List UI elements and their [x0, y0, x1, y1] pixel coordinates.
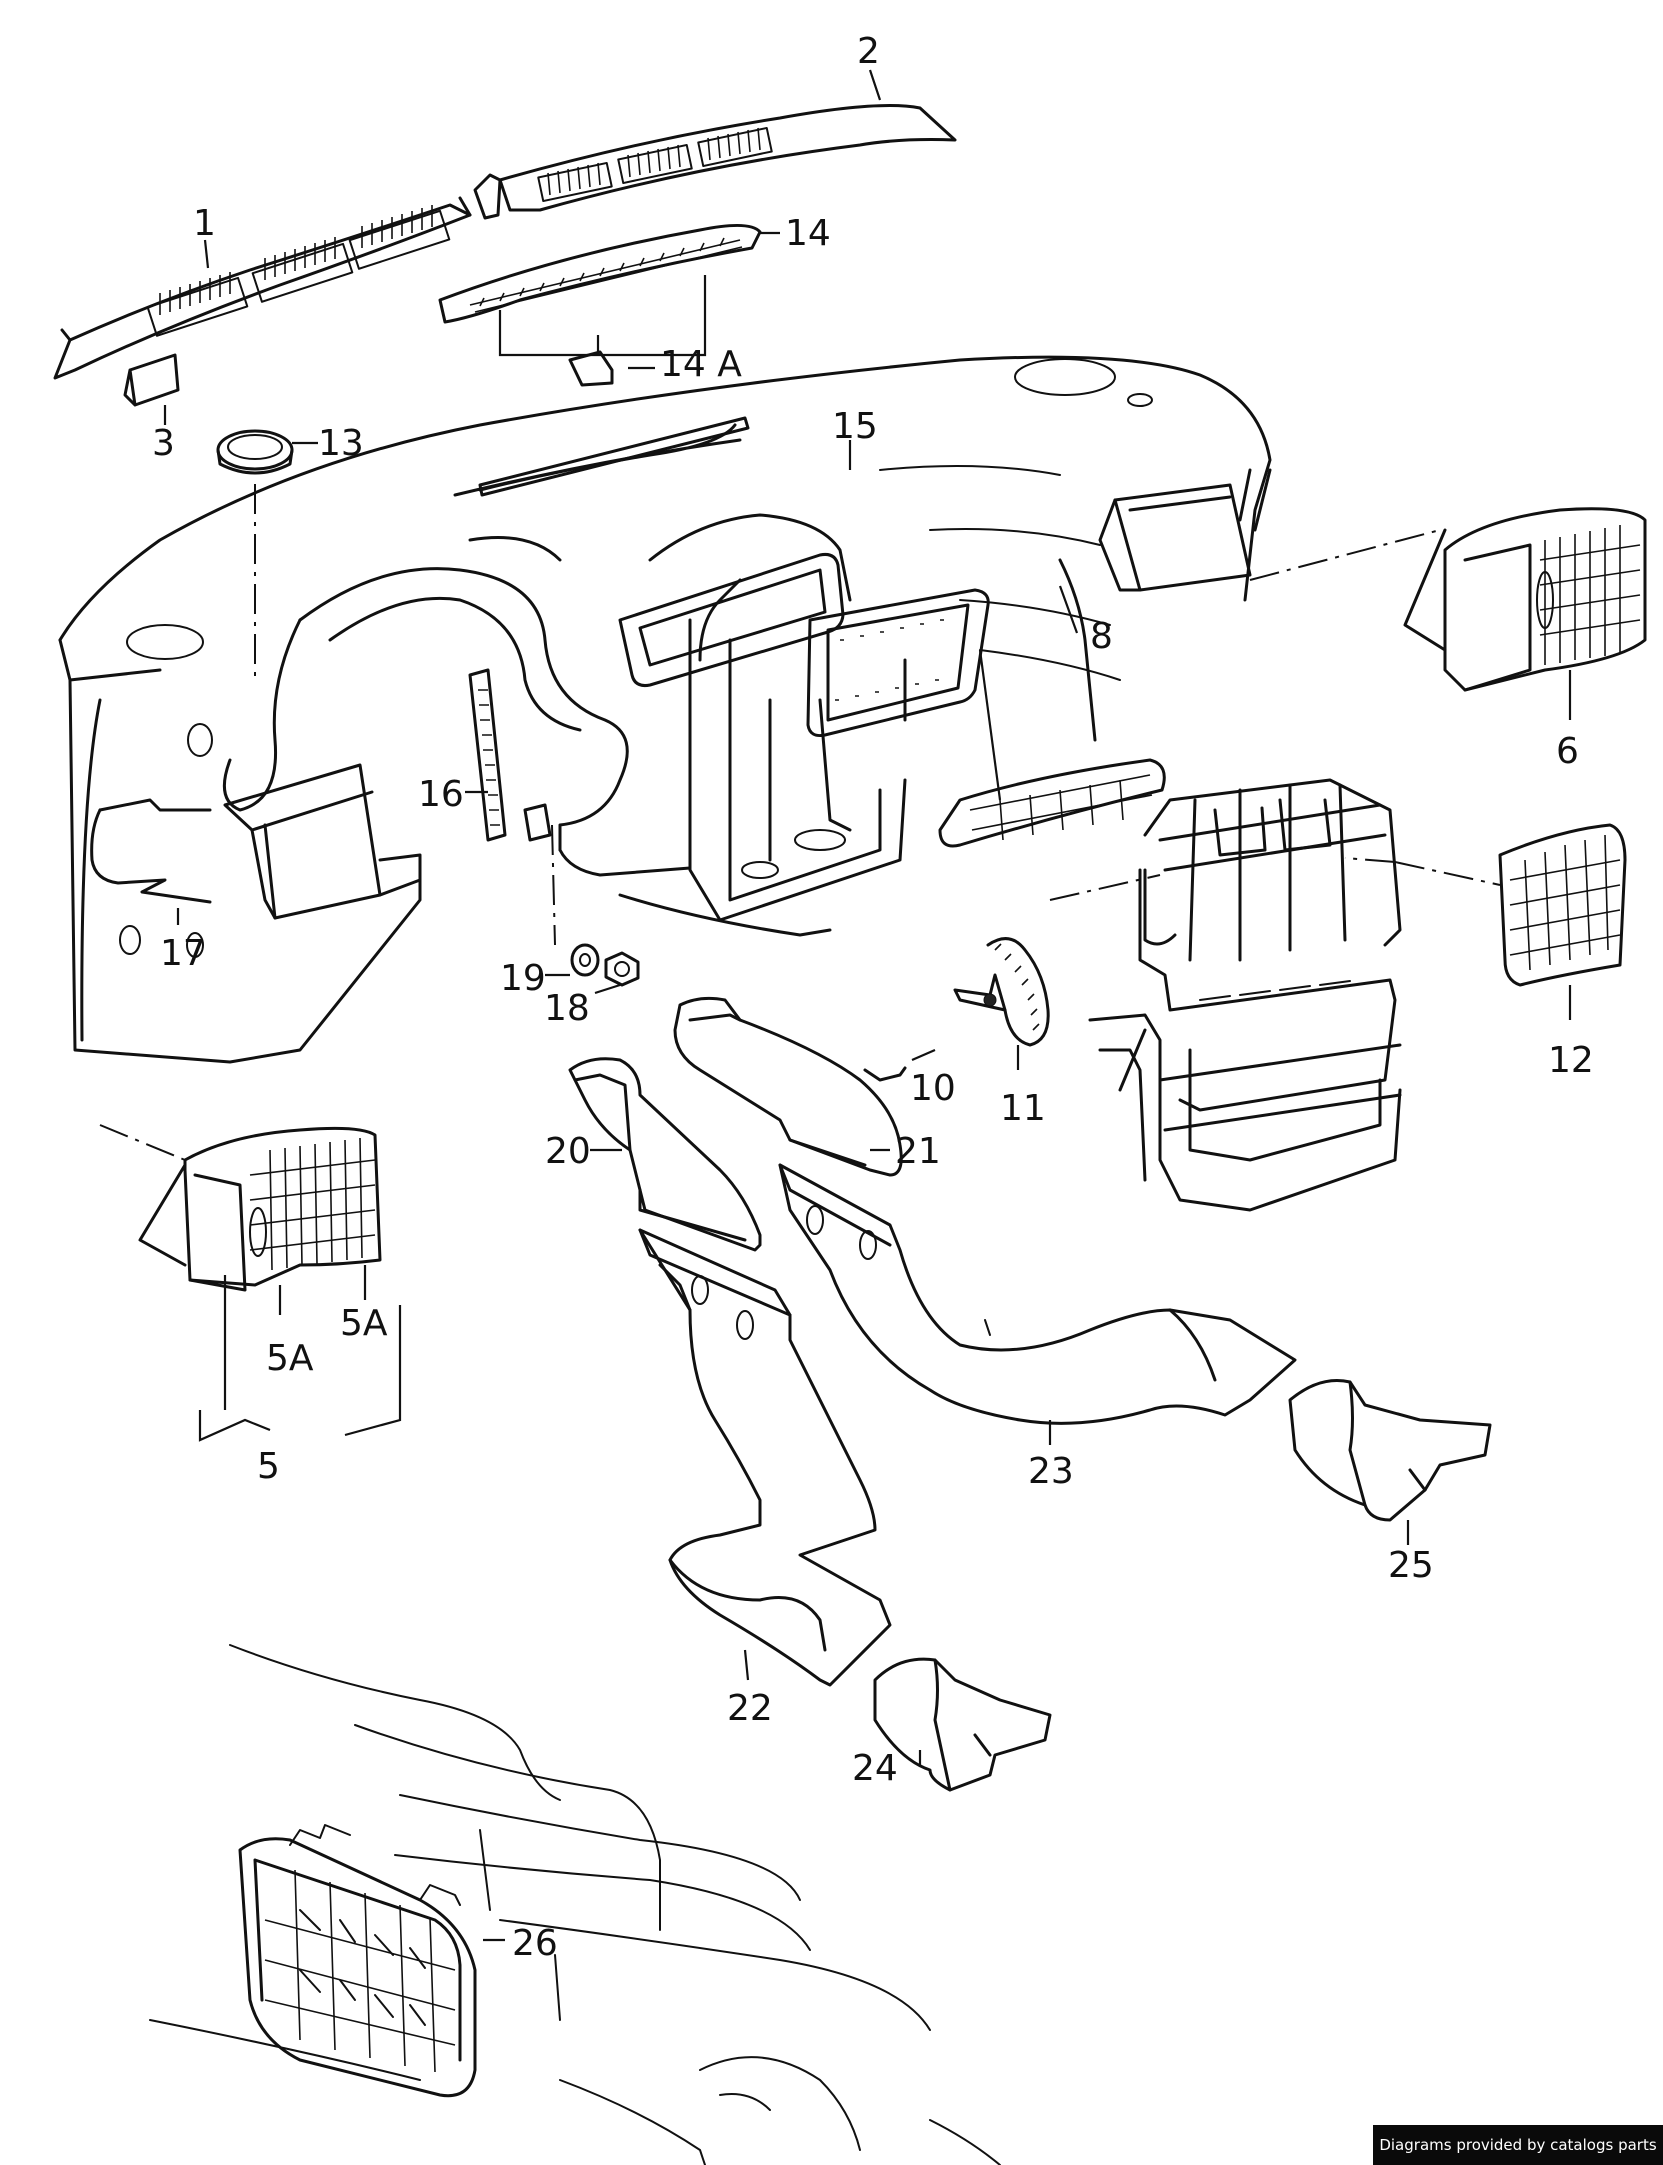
callout-14: 14 — [785, 213, 831, 254]
part-5-left-air-vent — [99, 1124, 402, 1442]
callout-19: 19 — [500, 958, 546, 999]
callout-2: 2 — [857, 31, 880, 72]
callout-25: 25 — [1388, 1545, 1434, 1586]
callout-11: 11 — [1000, 1088, 1046, 1129]
part-10-clip — [863, 1048, 936, 1082]
callout-14A: 14 A — [660, 344, 742, 385]
dashboard-left-vent-opening — [223, 763, 422, 920]
callout-23: 23 — [1028, 1451, 1074, 1492]
callout-16: 16 — [418, 774, 464, 815]
credit-footer: Diagrams provided by catalogs parts — [1373, 2125, 1663, 2165]
part-3-clip — [123, 353, 180, 425]
part-18-nut — [594, 951, 640, 995]
part-8-center-vent-grille — [938, 585, 1166, 848]
callout-5: 5 — [257, 1446, 280, 1487]
callout-21: 21 — [895, 1131, 941, 1172]
callout-12: 12 — [1548, 1040, 1594, 1081]
callout-15: 15 — [832, 406, 878, 447]
part-12-side-air-vent — [1394, 823, 1627, 1020]
part-14-center-defroster-grille — [438, 223, 780, 357]
callout-1: 1 — [193, 203, 216, 244]
dashboard-center-vent-frames — [618, 553, 990, 737]
part-15-dashboard — [58, 355, 1272, 1064]
heater-box-assembly — [1049, 778, 1402, 1212]
dashboard-right-vent-opening — [1098, 483, 1441, 592]
callout-22: 22 — [727, 1688, 773, 1729]
callout-5A-left: 5A — [266, 1338, 314, 1379]
part-26-rear-air-vent — [238, 1824, 505, 2098]
callout-26: 26 — [512, 1923, 558, 1964]
vehicle-body-outline — [149, 1644, 1001, 2165]
part-2-defroster-vent-right — [473, 69, 957, 220]
callout-13: 13 — [318, 423, 364, 464]
part-19-washer — [545, 824, 600, 977]
part-23-floor-duct — [778, 1163, 1297, 1445]
callout-17: 17 — [160, 933, 206, 974]
part-22-floor-duct — [638, 1228, 892, 1687]
callout-24: 24 — [852, 1748, 898, 1789]
callout-8: 8 — [1090, 616, 1113, 657]
part-24-duct-connector — [873, 1657, 1052, 1792]
part-20-duct — [568, 1057, 762, 1252]
part-11-flap-lever — [953, 937, 1050, 1070]
part-1-defroster-vent-left — [53, 196, 472, 380]
part-16-side-trim — [465, 668, 552, 842]
callout-20: 20 — [545, 1131, 591, 1172]
part-21-duct — [673, 996, 903, 1177]
callout-10: 10 — [910, 1068, 956, 1109]
callout-6: 6 — [1556, 731, 1579, 772]
part-14A-clip — [568, 350, 655, 387]
callout-5A-right: 5A — [340, 1303, 388, 1344]
callout-3: 3 — [152, 423, 175, 464]
part-17-cover — [90, 723, 213, 958]
callout-18: 18 — [544, 988, 590, 1029]
part-6-right-air-vent — [1403, 507, 1647, 720]
part-25-duct-connector — [1288, 1378, 1492, 1545]
part-13-speaker-cover — [216, 429, 318, 680]
